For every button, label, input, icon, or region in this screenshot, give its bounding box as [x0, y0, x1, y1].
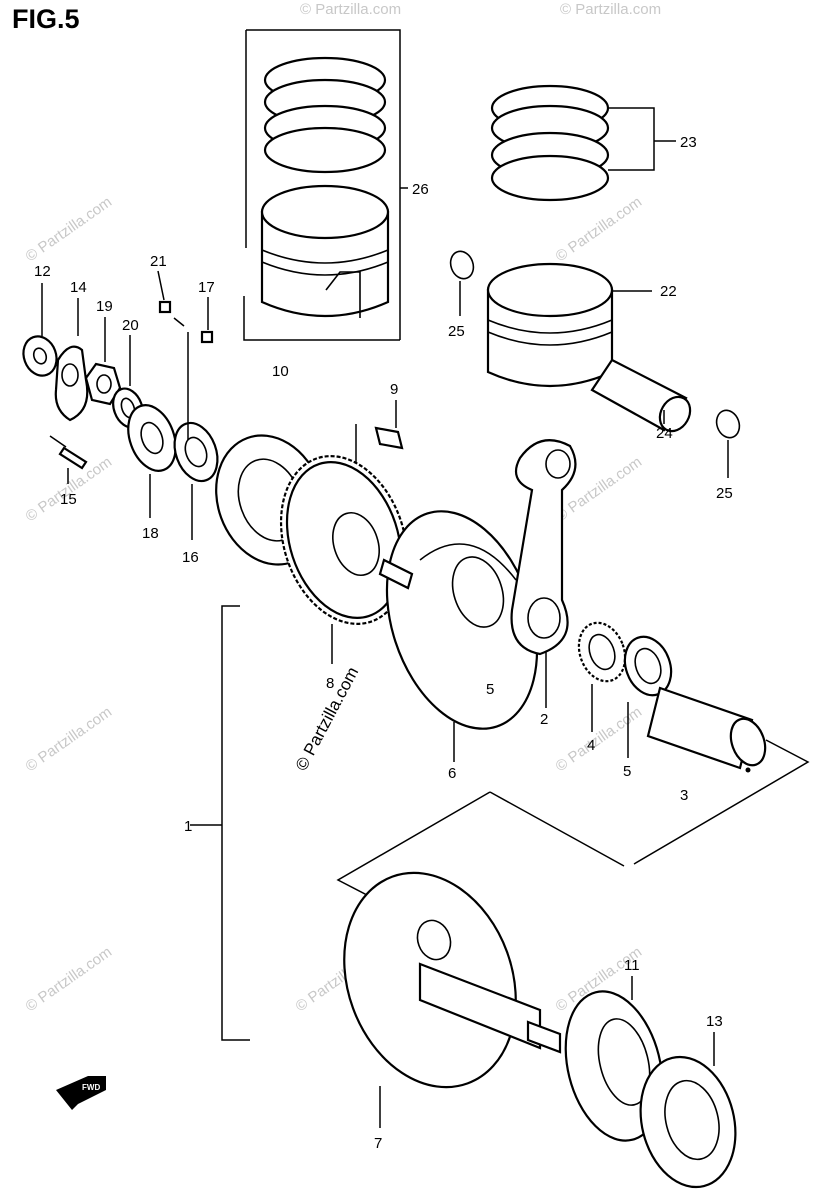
- callout-23: 23: [680, 134, 697, 151]
- callout-9: 9: [390, 381, 398, 398]
- piston-set-26: [243, 29, 408, 341]
- callout-20: 20: [122, 317, 139, 334]
- callout-25b: 25: [716, 485, 733, 502]
- callout-17: 17: [198, 279, 215, 296]
- callout-3: 3: [680, 787, 688, 804]
- circlip-25: [449, 250, 741, 478]
- piston-pin-24: [590, 358, 692, 433]
- small-parts-upper-left: [22, 270, 219, 540]
- callout-24: 24: [656, 425, 673, 442]
- watermark-text: © Partzilla.com: [553, 193, 646, 265]
- watermark-text: © Partzilla.com: [23, 453, 116, 525]
- callout-21: 21: [150, 253, 167, 270]
- callout-25a: 25: [448, 323, 465, 340]
- callout-15: 15: [60, 491, 77, 508]
- crankshaft-assembly: [190, 400, 810, 1189]
- callout-10: 10: [272, 363, 289, 380]
- callout-12: 12: [34, 263, 51, 280]
- watermark-text: © Partzilla.com: [23, 943, 116, 1015]
- piston-22: [486, 262, 652, 388]
- forward-arrow-icon: FWD: [56, 1076, 106, 1110]
- callout-22: 22: [660, 283, 677, 300]
- callout-8: 8: [326, 675, 334, 692]
- callout-18: 18: [142, 525, 159, 542]
- figure-title: FIG.5: [12, 4, 80, 34]
- callout-5a: 5: [486, 681, 494, 698]
- callout-2: 2: [540, 711, 548, 728]
- callout-11: 11: [624, 957, 640, 974]
- watermark-text: © Partzilla.com: [300, 1, 401, 18]
- callout-7: 7: [374, 1135, 382, 1152]
- callout-5b: 5: [623, 763, 631, 780]
- callout-labels: 1 2 3 4 5 5 6 7 8 9 10 11 12 13 14 15 16…: [34, 134, 733, 1152]
- callout-4: 4: [587, 737, 595, 754]
- forward-arrow-label: FWD: [82, 1083, 100, 1092]
- watermark-text: © Partzilla.com: [560, 1, 661, 18]
- callout-26: 26: [412, 181, 429, 198]
- callout-6: 6: [448, 765, 456, 782]
- callout-16: 16: [182, 549, 199, 566]
- watermark-text: © Partzilla.com: [23, 193, 116, 265]
- callout-13: 13: [706, 1013, 723, 1030]
- piston-rings-23: [490, 84, 676, 202]
- callout-1: 1: [184, 818, 192, 835]
- callout-19: 19: [96, 298, 113, 315]
- watermark-text: © Partzilla.com: [23, 703, 116, 775]
- callout-14: 14: [70, 279, 87, 296]
